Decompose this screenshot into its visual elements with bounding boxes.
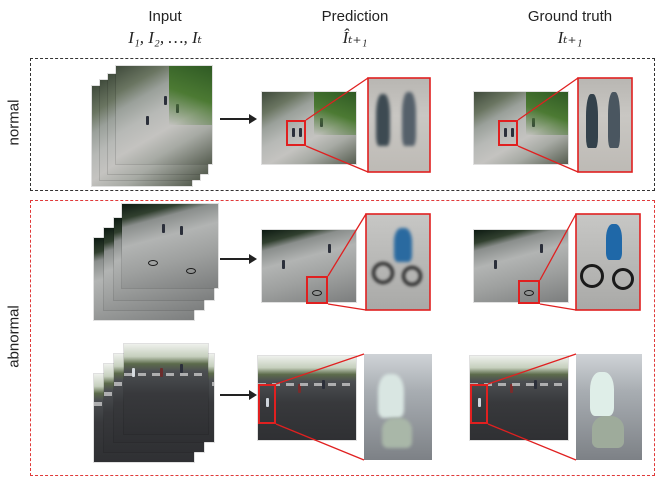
pedestrian-zoom [402,92,416,146]
ground-truth-frame-normal [474,92,568,164]
pedestrian-zoom [382,418,412,448]
pedestrian [322,380,325,389]
zoom-ground-truth-normal [578,78,632,172]
header-input: Input [148,8,182,25]
highlight-box [258,384,276,424]
input-frame [124,344,208,434]
pedestrian [298,384,301,393]
row-label-normal: normal [5,99,23,146]
input-frame [122,204,218,288]
pedestrian [299,128,302,137]
pedestrian [282,260,285,269]
pedestrian [180,364,183,373]
pedestrian-zoom [378,374,404,418]
pedestrian [540,244,543,253]
pedestrian [510,384,513,393]
pedestrian-zoom [586,94,598,148]
header-ground-truth: Ground truth [527,8,613,25]
bicycle-zoom [612,268,634,290]
row-label-abnormal: abnormal [5,305,23,368]
pedestrian [532,118,535,127]
bicycle-zoom [372,262,394,284]
arrow-street [220,390,257,400]
pedestrian [320,118,323,127]
header-ground-truth-math: Iₜ₊₁ [557,28,583,47]
zoom-ground-truth-street [576,354,642,460]
zoom-prediction-normal [368,78,430,172]
highlight-box [518,280,540,304]
pedestrian [292,128,295,137]
normal-group-box [30,58,655,191]
bicycle [524,290,534,296]
cyclist-zoom [394,228,412,262]
highlight-box [498,120,518,146]
bicycle [186,268,196,274]
pedestrian [511,128,514,137]
zoom-prediction-bike [366,214,430,310]
pedestrian [160,368,163,377]
input-frame [116,66,212,164]
header-prediction: Prediction [321,8,389,25]
arrow-normal [220,114,257,124]
pedestrian [266,398,269,407]
header-prediction-math: Îₜ₊₁ [342,28,368,47]
pedestrian [504,128,507,137]
pedestrian [132,368,135,377]
prediction-frame-normal [262,92,356,164]
bicycle [148,260,158,266]
pedestrian [176,104,179,113]
pedestrian [534,380,537,389]
abnormal-group-box [30,200,655,476]
pedestrian-zoom [608,92,620,148]
pedestrian [162,224,165,233]
highlight-box [306,276,328,304]
bicycle-zoom [402,266,422,286]
highlight-box [286,120,306,146]
zoom-ground-truth-bike [576,214,640,310]
bicycle [312,290,322,296]
zoom-prediction-street [364,354,432,460]
pedestrian [146,116,149,125]
pedestrian [180,226,183,235]
pedestrian [478,398,481,407]
arrow-bike [220,254,257,264]
pedestrian-zoom [592,416,624,448]
pedestrian [164,96,167,105]
highlight-box [470,384,488,424]
cyclist-zoom [606,224,622,260]
pedestrian [494,260,497,269]
pedestrian-zoom [590,372,614,416]
header-input-math: I₁, I₂, …, Iₜ [128,28,202,47]
pedestrian-zoom [376,94,390,146]
bicycle-zoom [580,264,604,288]
pedestrian [328,244,331,253]
